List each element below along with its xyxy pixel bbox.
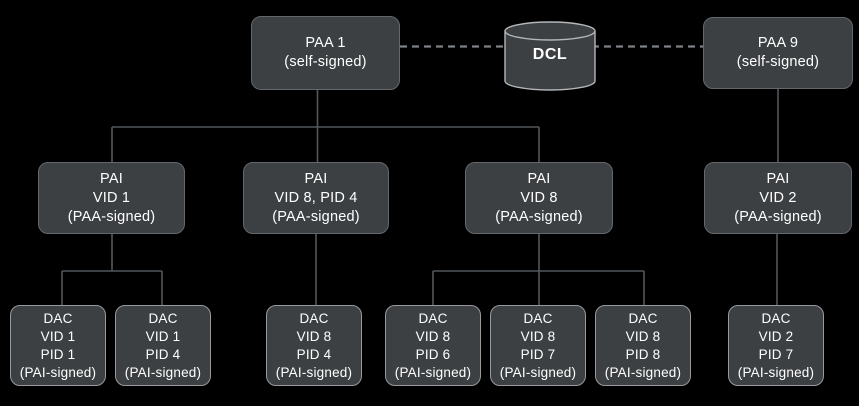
node-label-line: VID 1 <box>40 328 76 344</box>
node-label-line: PID 7 <box>758 346 794 362</box>
node-label-line: PID 1 <box>40 346 76 362</box>
node-pai-vid8-pid4: PAI VID 8, PID 4 (PAA-signed) <box>243 162 389 234</box>
node-label-line: (PAI-signed) <box>275 364 353 380</box>
node-label-line: (PAI-signed) <box>394 364 472 380</box>
node-label-line: (PAI-signed) <box>19 364 97 380</box>
node-label-line: VID 1 <box>92 189 131 206</box>
node-label-line: DAC <box>761 310 791 326</box>
node-pai-vid2: PAI VID 2 (PAA-signed) <box>704 162 852 234</box>
node-label-line: (PAA-signed) <box>272 208 360 225</box>
node-label-line: PID 4 <box>145 346 181 362</box>
node-pai-vid8: PAI VID 8 (PAA-signed) <box>465 162 613 234</box>
node-label-line: (PAA-signed) <box>734 208 822 225</box>
node-label-line: (PAI-signed) <box>124 364 202 380</box>
node-label-line: PAA 1 <box>305 35 346 51</box>
node-label-line: PID 7 <box>520 346 556 362</box>
connector-pai3-to-dacs <box>432 234 645 305</box>
node-label-line: PAI <box>766 170 790 187</box>
node-label-line: VID 2 <box>758 328 794 344</box>
node-label-line: VID 1 <box>145 328 181 344</box>
node-label-line: (PAI-signed) <box>604 364 682 380</box>
node-dac-vid8-pid8: DAC VID 8 PID 8 (PAI-signed) <box>595 305 691 386</box>
node-dac-vid2-pid7: DAC VID 2 PID 7 (PAI-signed) <box>728 305 824 386</box>
node-label-line: VID 8 <box>415 328 451 344</box>
node-label-line: PAA 9 <box>757 35 799 51</box>
node-label-line: VID 8 <box>625 328 661 344</box>
node-label-line: (PAA-signed) <box>495 208 583 225</box>
node-paa-9: PAA 9 (self-signed) <box>703 17 853 89</box>
node-paa-1: PAA 1 (self-signed) <box>251 16 400 90</box>
node-label-line: PID 6 <box>415 346 451 362</box>
node-label-line: PID 8 <box>625 346 661 362</box>
node-dac-vid8-pid6: DAC VID 8 PID 6 (PAI-signed) <box>385 305 481 386</box>
node-label-line: VID 8 <box>296 328 332 344</box>
node-label-line: DAC <box>523 310 553 326</box>
node-label-line: VID 8, PID 4 <box>274 189 358 206</box>
node-label-line: DAC <box>148 310 178 326</box>
node-dac-vid1-pid4: DAC VID 1 PID 4 (PAI-signed) <box>115 305 211 386</box>
connector-paa1-to-pai <box>111 90 540 162</box>
node-dac-vid8-pid4: DAC VID 8 PID 4 (PAI-signed) <box>266 305 362 386</box>
node-label-line: (PAA-signed) <box>67 208 156 225</box>
node-label-line: DAC <box>628 310 658 326</box>
node-label-line: DAC <box>418 310 448 326</box>
node-label-line: DAC <box>43 310 73 326</box>
node-dac-vid8-pid7: DAC VID 8 PID 7 (PAI-signed) <box>490 305 586 386</box>
node-label-line: VID 8 <box>520 328 556 344</box>
node-label-line: PAI <box>100 170 123 187</box>
node-label-line: (self-signed) <box>284 54 367 70</box>
node-label-line: PAI <box>527 170 551 187</box>
dcl-label: DCL <box>532 46 568 63</box>
node-label-line: DAC <box>299 310 329 326</box>
node-pai-vid1: PAI VID 1 (PAA-signed) <box>38 162 185 234</box>
node-label-line: (PAI-signed) <box>737 364 815 380</box>
dcl-database-cylinder-icon <box>504 21 596 91</box>
node-label-line: VID 2 <box>759 189 797 206</box>
node-dac-vid1-pid1: DAC VID 1 PID 1 (PAI-signed) <box>10 305 106 386</box>
connector-pai1-to-dacs <box>61 234 163 305</box>
node-label-line: PID 4 <box>296 346 332 362</box>
node-label-line: VID 8 <box>520 189 558 206</box>
node-label-line: PAI <box>304 170 328 187</box>
node-label-line: (PAI-signed) <box>499 364 577 380</box>
node-label-line: (self-signed) <box>736 54 820 70</box>
